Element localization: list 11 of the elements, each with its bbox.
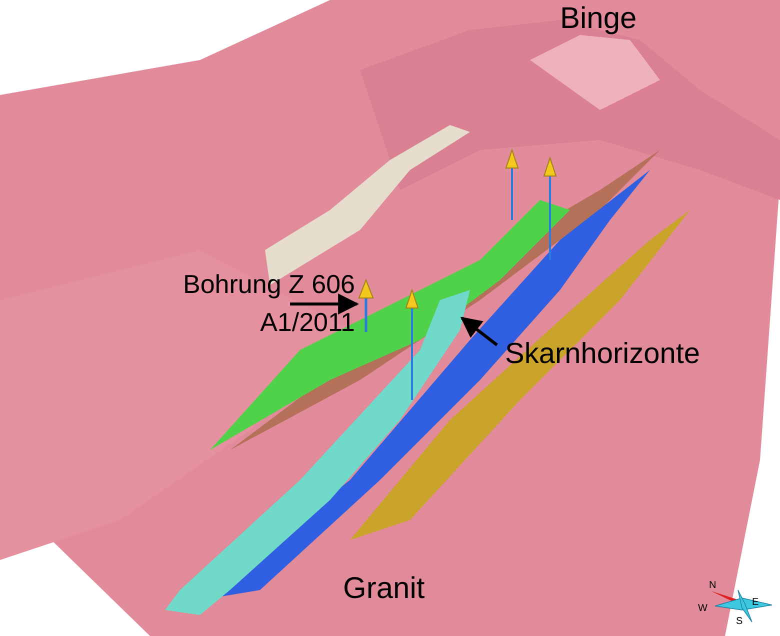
rock-label: Granit	[343, 572, 425, 606]
compass-letter: E	[752, 597, 759, 608]
leader-arrow	[460, 316, 498, 346]
compass-letter: W	[698, 603, 708, 614]
callout-text: Skarnhorizonte	[505, 338, 765, 372]
peak-label: Binge	[560, 2, 637, 36]
compass-letter: S	[736, 616, 743, 628]
callout-text: Bohrung Z 606 A1/2011	[165, 266, 355, 342]
leader-arrow	[290, 294, 360, 314]
compass-letter: N	[709, 580, 716, 592]
borehole-drawing	[358, 278, 374, 332]
